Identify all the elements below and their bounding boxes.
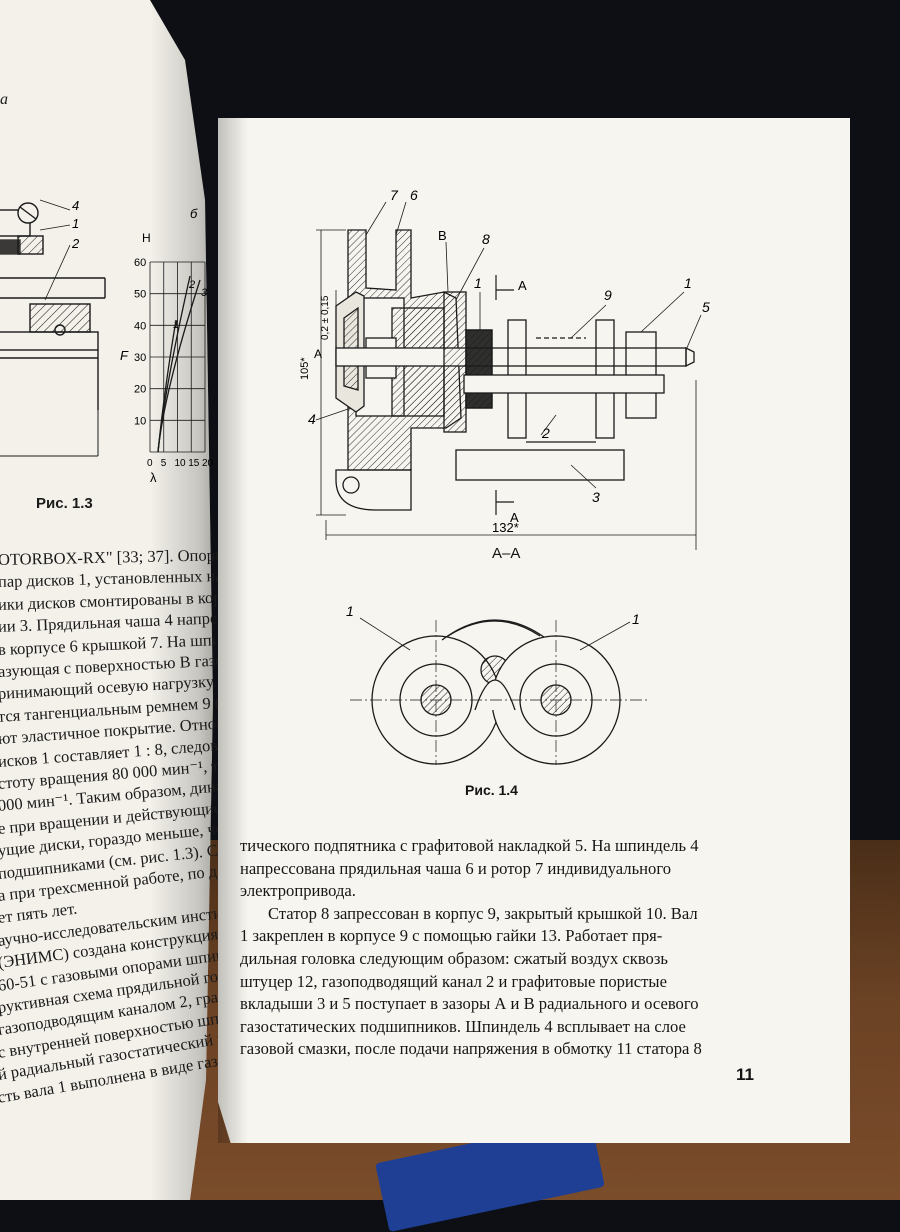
graph-y-tick: 20 [134, 384, 146, 396]
graph-x-tick: 15 [188, 458, 200, 469]
left-page [0, 0, 213, 1200]
left-mechanical-drawing [0, 199, 106, 457]
callout-7: 7 [390, 187, 399, 203]
graph-curve [157, 279, 201, 453]
graph-panel-label: б [190, 206, 198, 221]
left-callout-1: 1 [72, 216, 79, 231]
callout-6: 6 [410, 187, 418, 203]
graph-y-title: H [142, 231, 151, 245]
left-callout-2: 2 [71, 236, 80, 251]
section-callout-1-right: 1 [632, 611, 640, 627]
graph-x-tick: 10 [175, 458, 187, 469]
paragraph-line: вкладыши 3 и 5 поступает в зазоры А и В … [240, 994, 699, 1014]
callout-5: 5 [702, 299, 710, 315]
section-mark-bottom: A [510, 510, 519, 525]
graph-x-tick: 0 [147, 458, 153, 469]
section-mark-top: A [518, 278, 527, 293]
spinning-head-drawing: 7 6 B 8 1 9 1 5 4 2 3 A A A 105* 0,2 ± 0… [299, 187, 710, 550]
figure-caption: Рис. 1.4 [465, 782, 518, 798]
section-title: A–A [492, 545, 521, 562]
paragraph-line: напрессована прядильная чаша 6 и ротор 7… [240, 858, 672, 878]
section-drawing: 1 1 [346, 603, 650, 765]
paragraph-line: Статор 8 запрессован в корпус 9, закрыты… [268, 903, 698, 923]
graph-curve-label: 3 [201, 287, 208, 299]
callout-3: 3 [592, 489, 600, 505]
callout-1-right: 1 [684, 275, 692, 291]
callout-1-left: 1 [474, 275, 482, 291]
right-page-gutter-shadow [218, 118, 248, 1143]
section-callout-1-left: 1 [346, 603, 354, 619]
graph-x-tick: 20 мм [202, 458, 215, 469]
callout-9: 9 [604, 287, 612, 303]
dimension-height: 105* [299, 357, 311, 380]
graph-y-tick: 50 [134, 289, 146, 301]
paragraph-line: электропривода. [240, 881, 356, 901]
left-figure-caption: Рис. 1.3 [36, 495, 93, 512]
graph-y-tick: 40 [134, 320, 146, 332]
graph-y-label: F [120, 348, 129, 363]
graph-y-tick: 10 [134, 415, 146, 427]
graph-x-tick: 5 [161, 458, 167, 469]
left-page-curve-shadow [150, 0, 213, 1200]
paragraph-line: штуцер 12, газоподводящий канал 2 и граф… [240, 971, 667, 991]
graph-y-tick: 30 [134, 352, 146, 364]
callout-8: 8 [482, 231, 490, 247]
graph-curve [157, 275, 191, 453]
callout-4: 4 [308, 411, 316, 427]
page-number: 11 [736, 1065, 754, 1084]
paragraph-line: тического подпятника с графитовой наклад… [240, 836, 699, 855]
left-running-head: а [0, 91, 8, 108]
graph-y-tick: 60 [134, 257, 146, 269]
left-callout-4: 4 [72, 198, 79, 213]
graph-x-label: λ [150, 470, 157, 485]
graph-curve-label: 1 [173, 319, 179, 331]
callout-2: 2 [541, 425, 550, 441]
dimension-width: 132* [492, 520, 519, 535]
paragraph-line: газостатических подшипников. Шпиндель 4 … [240, 1016, 686, 1036]
graph-curve-label: 2 [188, 279, 195, 291]
dimension-gap: 0,2 ± 0,15 [320, 295, 331, 340]
paragraph-line: 1 закреплен в корпусе 9 с помощью гайки … [240, 926, 663, 946]
callout-B: B [438, 228, 447, 243]
section-mark-gap: A [314, 347, 322, 361]
paragraph-line: газовой смазки, после подачи напряжения … [240, 1039, 702, 1059]
paragraph-line: дильная головка следующим образом: сжаты… [240, 949, 668, 968]
